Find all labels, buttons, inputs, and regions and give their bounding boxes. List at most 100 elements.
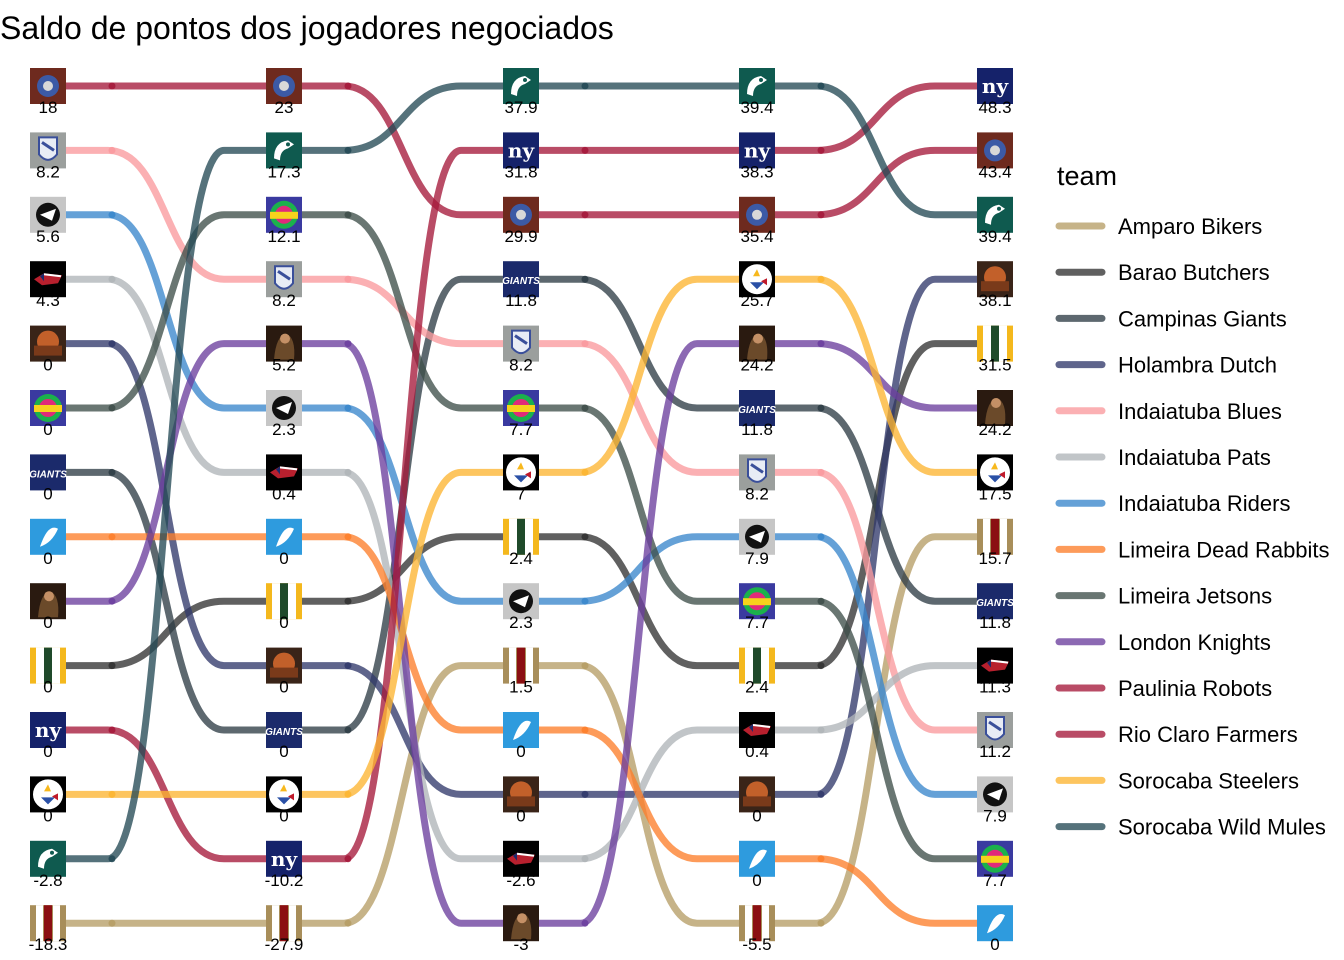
value-label-london-knights-3: -3 <box>513 935 528 954</box>
line-london-knights <box>44 340 999 927</box>
joint-london-knights-4 <box>817 340 825 348</box>
legend-label-rio-claro-farmers: Rio Claro Farmers <box>1118 722 1298 747</box>
value-label-london-knights-4: 24.2 <box>740 356 773 375</box>
logo-paulinia-robots-3 <box>503 196 539 233</box>
logo-amparo-bikers-4 <box>739 905 775 942</box>
value-label-limeira-jetsons-3: 7.7 <box>509 420 533 439</box>
value-label-holambra-dutch-2: 0 <box>279 678 288 697</box>
value-label-limeira-dead-rabbits-2: 0 <box>279 549 288 568</box>
joint-indaiatuba-blues-2 <box>344 275 352 283</box>
value-label-limeira-jetsons-5: 7.7 <box>983 871 1007 890</box>
value-label-london-knights-5: 24.2 <box>978 420 1011 439</box>
logo-indaiatuba-riders-4 <box>739 518 775 555</box>
joint-indaiatuba-blues-3 <box>581 340 589 348</box>
value-label-indaiatuba-pats-2: 0.4 <box>272 484 296 503</box>
value-labels: -18.3-27.91.5-5.515.7002.42.431.50011.81… <box>29 98 1012 954</box>
value-label-barao-butchers-5: 31.5 <box>978 356 1011 375</box>
joint-amparo-bikers-1 <box>108 919 116 927</box>
value-label-holambra-dutch-1: 0 <box>43 356 52 375</box>
value-label-rio-claro-farmers-2: -10.2 <box>265 871 304 890</box>
value-label-campinas-giants-5: 11.8 <box>979 613 1011 632</box>
value-label-sorocaba-steelers-4: 25.7 <box>740 291 773 310</box>
value-label-amparo-bikers-2: -27.9 <box>265 935 304 954</box>
joint-indaiatuba-pats-3 <box>581 855 589 863</box>
logo-indaiatuba-riders-5 <box>977 776 1013 813</box>
logo-paulinia-robots-5 <box>977 132 1013 169</box>
joint-limeira-jetsons-3 <box>581 404 589 412</box>
logo-indaiatuba-blues-3 <box>503 325 539 362</box>
logo-london-knights-2 <box>266 325 302 362</box>
value-label-sorocaba-wild-mules-4: 39.4 <box>740 98 773 117</box>
joint-indaiatuba-pats-1 <box>108 275 116 283</box>
joint-sorocaba-steelers-1 <box>108 790 116 798</box>
logo-rio-claro-farmers-4: ny <box>739 132 775 169</box>
value-label-limeira-jetsons-2: 12.1 <box>267 227 300 246</box>
value-label-campinas-giants-3: 11.8 <box>505 291 537 310</box>
joint-holambra-dutch-4 <box>817 790 825 798</box>
svg-text:ny: ny <box>744 138 772 162</box>
joint-sorocaba-steelers-4 <box>817 275 825 283</box>
logo-holambra-dutch-2 <box>266 647 302 684</box>
value-label-indaiatuba-blues-5: 11.2 <box>979 742 1011 761</box>
value-label-indaiatuba-pats-4: 0.4 <box>745 742 769 761</box>
logo-sorocaba-wild-mules-1 <box>30 840 66 877</box>
joint-indaiatuba-blues-1 <box>108 146 116 154</box>
joint-limeira-dead-rabbits-3 <box>581 726 589 734</box>
logo-limeira-dead-rabbits-2 <box>266 518 302 555</box>
svg-text:GIANTS: GIANTS <box>738 405 776 416</box>
joint-rio-claro-farmers-3 <box>581 146 589 154</box>
joint-barao-butchers-4 <box>817 662 825 670</box>
joint-sorocaba-wild-mules-2 <box>344 146 352 154</box>
value-label-rio-claro-farmers-3: 31.8 <box>504 162 537 181</box>
joint-rio-claro-farmers-1 <box>108 726 116 734</box>
logo-indaiatuba-pats-2 <box>266 454 302 491</box>
line-indaiatuba-riders <box>44 211 999 798</box>
logo-indaiatuba-riders-3 <box>503 583 539 620</box>
value-label-sorocaba-steelers-5: 17.5 <box>978 484 1011 503</box>
logo-campinas-giants-4: GIANTS <box>738 390 776 426</box>
value-label-indaiatuba-blues-3: 8.2 <box>509 356 533 375</box>
joint-limeira-dead-rabbits-1 <box>108 533 116 541</box>
logo-sorocaba-steelers-5 <box>977 454 1013 491</box>
logo-amparo-bikers-2 <box>266 905 302 942</box>
value-label-indaiatuba-pats-5: 11.3 <box>979 678 1011 697</box>
logo-paulinia-robots-2 <box>266 68 302 104</box>
joint-holambra-dutch-2 <box>344 662 352 670</box>
value-label-amparo-bikers-4: -5.5 <box>742 935 771 954</box>
series-lines <box>44 82 999 927</box>
logo-indaiatuba-pats-5 <box>977 647 1013 684</box>
logo-rio-claro-farmers-1: ny <box>30 712 66 748</box>
logo-barao-butchers-4 <box>739 647 775 684</box>
svg-text:ny: ny <box>35 718 63 742</box>
value-label-holambra-dutch-5: 38.1 <box>978 291 1011 310</box>
value-label-limeira-dead-rabbits-5: 0 <box>990 935 999 954</box>
value-label-indaiatuba-riders-4: 7.9 <box>745 549 769 568</box>
logo-rio-claro-farmers-5: ny <box>977 68 1013 104</box>
joint-indaiatuba-riders-2 <box>344 404 352 412</box>
legend-label-indaiatuba-riders: Indaiatuba Riders <box>1118 491 1290 516</box>
line-limeira-dead-rabbits <box>44 533 999 927</box>
joint-indaiatuba-riders-4 <box>817 533 825 541</box>
value-label-indaiatuba-pats-3: -2.6 <box>506 871 535 890</box>
joint-limeira-jetsons-4 <box>817 597 825 605</box>
joint-barao-butchers-2 <box>344 597 352 605</box>
value-label-paulinia-robots-5: 43.4 <box>978 162 1011 181</box>
value-label-sorocaba-steelers-2: 0 <box>279 806 288 825</box>
value-label-sorocaba-wild-mules-5: 39.4 <box>978 227 1011 246</box>
line-barao-butchers <box>44 340 999 670</box>
value-label-london-knights-2: 5.2 <box>272 356 296 375</box>
legend-label-sorocaba-steelers: Sorocaba Steelers <box>1118 768 1299 793</box>
value-label-paulinia-robots-3: 29.9 <box>504 227 537 246</box>
value-label-holambra-dutch-3: 0 <box>516 806 525 825</box>
value-label-barao-butchers-3: 2.4 <box>509 549 533 568</box>
logo-campinas-giants-3: GIANTS <box>502 261 540 298</box>
line-sorocaba-steelers <box>44 275 999 798</box>
logo-indaiatuba-pats-3 <box>503 840 539 877</box>
joint-holambra-dutch-1 <box>108 340 116 348</box>
value-label-campinas-giants-2: 0 <box>279 742 288 761</box>
logo-campinas-giants-1: GIANTS <box>29 454 67 491</box>
logo-london-knights-1 <box>30 583 66 620</box>
value-label-limeira-jetsons-4: 7.7 <box>745 613 769 632</box>
line-indaiatuba-pats <box>44 275 999 863</box>
